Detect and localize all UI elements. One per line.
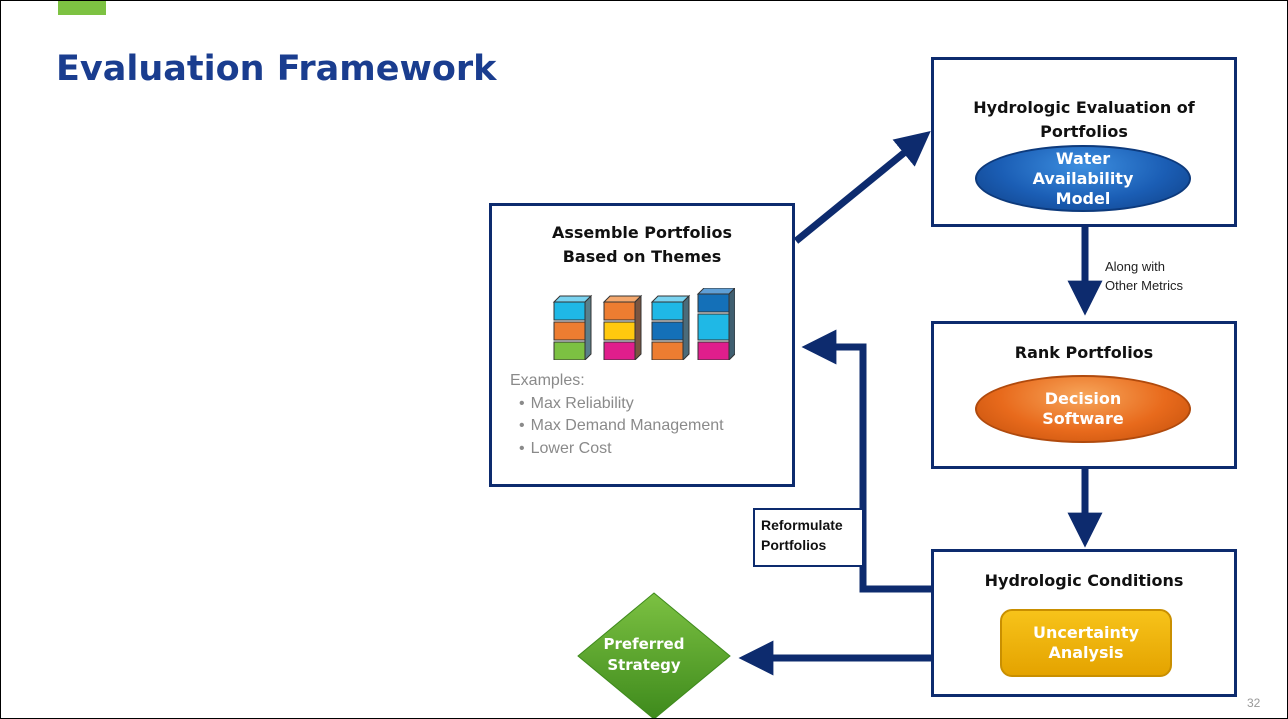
ellipse-line2: Availability xyxy=(1032,168,1134,188)
arrow-reformulate-loop xyxy=(801,329,931,593)
preferred-strategy-diamond xyxy=(577,592,731,718)
examples-list: Examples: Max Reliability Max Demand Man… xyxy=(510,370,724,460)
along-with-label: Along with Other Metrics xyxy=(1105,257,1183,295)
box-title: Rank Portfolios xyxy=(1014,343,1154,362)
portfolio-stack-4 xyxy=(696,288,735,360)
example-item: Max Reliability xyxy=(519,393,724,416)
box-title-line2: Based on Themes xyxy=(562,247,722,266)
box-assemble-portfolios: Assemble Portfolios Based on Themes xyxy=(489,203,795,487)
reformulate-portfolios-box: Reformulate Portfolios xyxy=(753,508,864,567)
box-title-line2: Portfolios xyxy=(1040,122,1128,141)
preferred-strategy-label: Preferred Strategy xyxy=(589,634,699,676)
portfolio-stack-3 xyxy=(650,294,691,360)
examples-label: Examples: xyxy=(510,372,585,389)
accent-bar xyxy=(58,1,106,15)
example-item: Max Demand Management xyxy=(519,415,724,438)
along-with-line1: Along with xyxy=(1105,259,1165,274)
page-title: Evaluation Framework xyxy=(56,49,497,89)
uncertainty-analysis-pill: Uncertainty Analysis xyxy=(1000,609,1172,677)
box-title: Hydrologic Conditions xyxy=(984,571,1184,590)
portfolio-blocks-graphic xyxy=(552,288,735,360)
page-number: 32 xyxy=(1247,696,1261,710)
ellipse-line1: Water xyxy=(1055,148,1111,168)
box-rank-portfolios: Rank Portfolios Decision Software xyxy=(931,321,1237,469)
reformulate-line2: Portfolios xyxy=(761,537,827,553)
water-availability-model-ellipse: Water Availability Model xyxy=(975,145,1191,212)
diamond-line2: Strategy xyxy=(607,656,681,674)
pill-line1: Uncertainty xyxy=(1032,623,1139,642)
pill-line2: Analysis xyxy=(1048,643,1124,662)
box-title-line1: Assemble Portfolios xyxy=(551,223,732,242)
box-hydrologic-evaluation: Hydrologic Evaluation of Portfolios Wate… xyxy=(931,57,1237,227)
ellipse-line3: Model xyxy=(1055,188,1111,208)
along-with-line2: Other Metrics xyxy=(1105,278,1184,293)
ellipse-line1: Decision xyxy=(1044,389,1122,408)
reformulate-line1: Reformulate xyxy=(761,517,843,533)
ellipse-line2: Software xyxy=(1042,409,1124,428)
diamond-line1: Preferred xyxy=(603,635,685,653)
portfolio-stack-2 xyxy=(602,294,643,360)
arrow-assemble-to-hydrologic xyxy=(793,131,931,244)
box-title-line1: Hydrologic Evaluation of xyxy=(973,98,1195,117)
box-hydrologic-conditions: Hydrologic Conditions Uncertainty Analys… xyxy=(931,549,1237,697)
portfolio-stack-1 xyxy=(552,294,593,360)
example-item: Lower Cost xyxy=(519,438,724,461)
decision-software-ellipse: Decision Software xyxy=(975,375,1191,443)
